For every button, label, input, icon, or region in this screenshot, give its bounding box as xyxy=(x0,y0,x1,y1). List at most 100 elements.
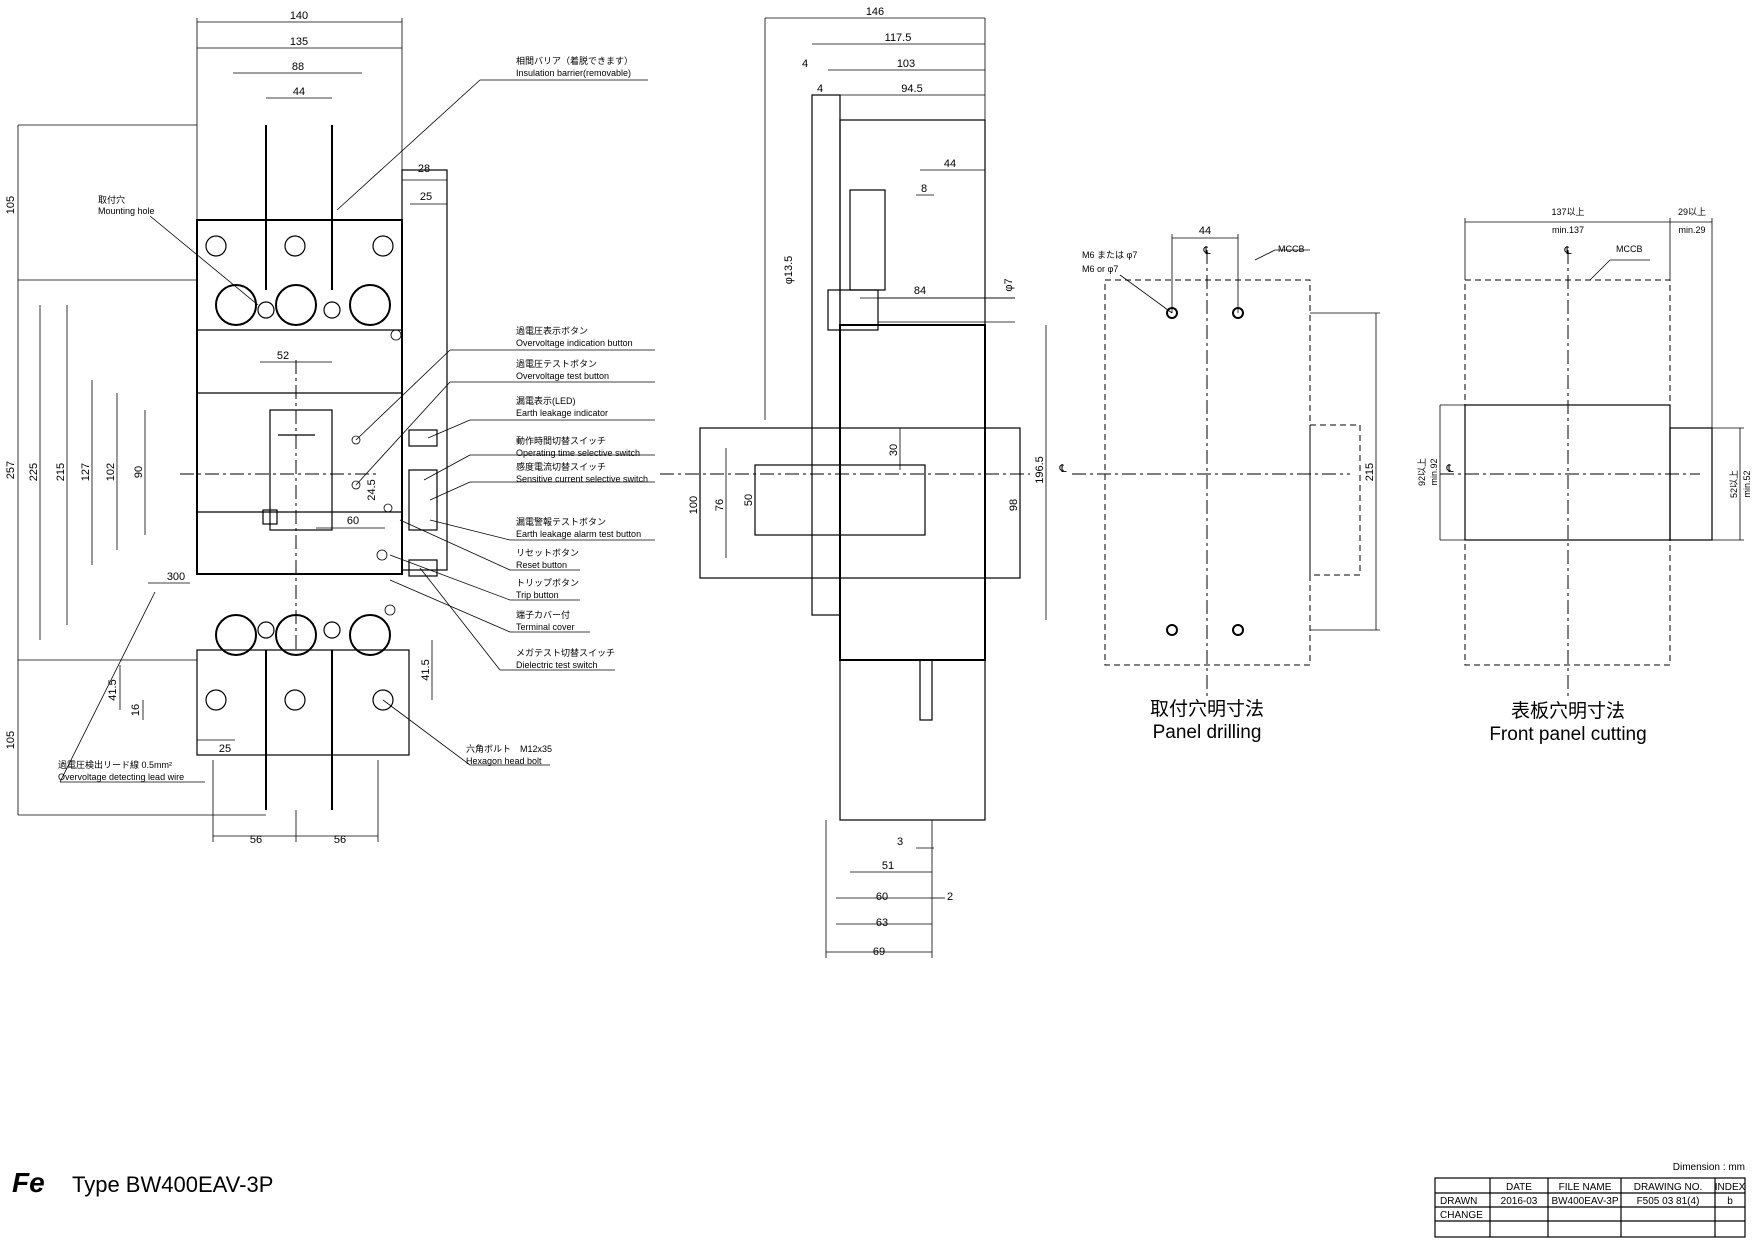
callout-insulation-jp: 相間バリア（着脱できます） xyxy=(516,55,633,66)
dim-76: 76 xyxy=(714,499,726,511)
dim-52: 52 xyxy=(277,350,289,362)
dim-60-side: 60 xyxy=(876,891,888,903)
fp-92-en: min.92 xyxy=(1429,458,1439,485)
tb-header-date: DATE xyxy=(1506,1182,1532,1193)
callout-term-en: Terminal cover xyxy=(516,622,575,632)
dim-103: 103 xyxy=(897,58,915,70)
dim-94-5: 94.5 xyxy=(901,83,922,95)
fp-mccb: MCCB xyxy=(1616,244,1643,254)
callout-lead-jp: 過電圧検出リード線 0.5mm² xyxy=(58,759,172,770)
callout-op-time-jp: 動作時間切替スイッチ xyxy=(516,435,606,446)
callout-lead-en: Overvoltage detecting lead wire xyxy=(58,772,184,782)
callout-sens-en: Sensitive current selective switch xyxy=(516,474,648,484)
callout-bolt-en: Hexagon head bolt xyxy=(466,756,542,766)
dim-215: 215 xyxy=(55,463,67,481)
fp-centerline-v: ℄ xyxy=(1563,245,1571,257)
callout-sens-jp: 感度電流切替スイッチ xyxy=(516,461,606,472)
callout-reset-jp: リセットボタン xyxy=(516,548,579,558)
dim-13-5: φ13.5 xyxy=(783,256,795,285)
dim-28: 28 xyxy=(418,163,430,175)
dim-69: 69 xyxy=(873,946,885,958)
pd-hole-en: M6 or φ7 xyxy=(1082,264,1118,274)
fp-137-jp: 137以上 xyxy=(1551,207,1584,217)
dim-117-5: 117.5 xyxy=(885,32,912,44)
pd-dim-215: 215 xyxy=(1364,463,1376,481)
fp-137-en: min.137 xyxy=(1552,225,1584,235)
dimension-note: Dimension : mm xyxy=(1673,1162,1745,1173)
callout-megger-en: Dielectric test switch xyxy=(516,660,598,670)
callout-bolt-jp: 六角ボルト M12x35 xyxy=(466,743,552,754)
dim-44: 44 xyxy=(293,86,305,98)
fp-title-jp: 表板穴明寸法 xyxy=(1511,700,1625,722)
callout-reset-en: Reset button xyxy=(516,560,567,570)
side-view: 146 117.5 103 94.5 4 4 44 8 φ13.5 84 φ7 … xyxy=(660,6,1047,958)
callout-trip-en: Trip button xyxy=(516,590,559,600)
front-panel-view: 137以上 min.137 29以上 min.29 MCCB 92以上 min.… xyxy=(1417,207,1752,745)
fuji-logo: Fe xyxy=(12,1167,45,1198)
fp-52-en: min.52 xyxy=(1742,470,1752,497)
fp-52-jp: 52以上 xyxy=(1729,470,1739,498)
callout-trip-jp: トリップボタン xyxy=(516,578,579,588)
callout-ov-test-jp: 過電圧テストボタン xyxy=(516,359,597,369)
dim-2: 2 xyxy=(947,891,953,903)
pd-title-en: Panel drilling xyxy=(1153,722,1262,743)
panel-drilling-view: 44 M6 または φ7 M6 or φ7 MCCB 215 ℄ ℄ 取付穴明寸… xyxy=(1058,225,1380,743)
callout-mounting-en: Mounting hole xyxy=(98,206,155,216)
dim-60: 60 xyxy=(347,515,359,527)
dim-135: 135 xyxy=(290,36,308,48)
dim-30: 30 xyxy=(888,444,900,456)
tb-change-label: CHANGE xyxy=(1440,1210,1483,1221)
callout-el-alarm-en: Earth leakage alarm test button xyxy=(516,529,641,539)
type-label: Type BW400EAV-3P xyxy=(72,1172,273,1197)
dim-105-top: 105 xyxy=(5,196,17,214)
callout-megger-jp: メガテスト切替スイッチ xyxy=(516,647,615,658)
dim-4a: 4 xyxy=(802,58,808,70)
dim-16: 16 xyxy=(130,704,142,716)
fp-title-en: Front panel cutting xyxy=(1489,724,1646,745)
dim-98: 98 xyxy=(1008,499,1020,511)
callout-term-jp: 端子カバー付 xyxy=(516,609,570,620)
dim-88: 88 xyxy=(292,61,304,73)
pd-dim-44: 44 xyxy=(1199,225,1211,237)
fp-29-en: min.29 xyxy=(1678,225,1705,235)
dim-24-5: 24.5 xyxy=(366,479,378,500)
dim-44-side: 44 xyxy=(944,158,956,170)
callout-ov-test-en: Overvoltage test button xyxy=(516,371,609,381)
dim-56-right: 56 xyxy=(334,834,346,846)
dim-8: 8 xyxy=(921,183,927,195)
dim-100: 100 xyxy=(688,496,700,514)
callout-insulation-en: Insulation barrier(removable) xyxy=(516,68,631,78)
dim-7: φ7 xyxy=(1003,278,1015,291)
tb-drawn-file: BW400EAV-3P xyxy=(1551,1196,1618,1207)
pd-mccb: MCCB xyxy=(1278,244,1305,254)
dim-3: 3 xyxy=(897,836,903,848)
dim-84: 84 xyxy=(914,285,926,297)
pd-hole-jp: M6 または φ7 xyxy=(1082,250,1137,260)
tb-header-index: INDEX xyxy=(1715,1182,1746,1193)
dim-50: 50 xyxy=(743,494,755,506)
footer: Fe Type BW400EAV-3P Dimension : mm DATE … xyxy=(12,1162,1746,1238)
dim-300: 300 xyxy=(167,571,185,583)
callout-op-time-en: Operating time selective switch xyxy=(516,448,640,458)
dim-225: 225 xyxy=(28,463,40,481)
dim-25: 25 xyxy=(420,191,432,203)
dim-146: 146 xyxy=(866,6,884,18)
front-view: 140 135 88 44 28 25 105 257 225 215 127 … xyxy=(5,10,655,846)
fp-centerline-h: ℄ xyxy=(1445,463,1453,475)
tb-header-drawing: DRAWING NO. xyxy=(1634,1182,1703,1193)
pd-centerline-h: ℄ xyxy=(1058,463,1066,475)
callout-el-ind-en: Earth leakage indicator xyxy=(516,408,608,418)
dim-51: 51 xyxy=(882,860,894,872)
tb-drawn-drawing: F505 03 81(4) xyxy=(1637,1196,1700,1207)
callout-el-alarm-jp: 漏電警報テストボタン xyxy=(516,516,606,527)
dim-56-left: 56 xyxy=(250,834,262,846)
dim-63: 63 xyxy=(876,917,888,929)
dim-25-bottom: 25 xyxy=(219,743,231,755)
pd-title-jp: 取付穴明寸法 xyxy=(1150,698,1264,720)
dim-196-5: 196.5 xyxy=(1034,456,1046,484)
tb-header-file: FILE NAME xyxy=(1559,1182,1612,1193)
pd-centerline-v: ℄ xyxy=(1202,245,1210,257)
dim-90: 90 xyxy=(133,466,145,478)
tb-drawn-label: DRAWN xyxy=(1440,1196,1477,1207)
